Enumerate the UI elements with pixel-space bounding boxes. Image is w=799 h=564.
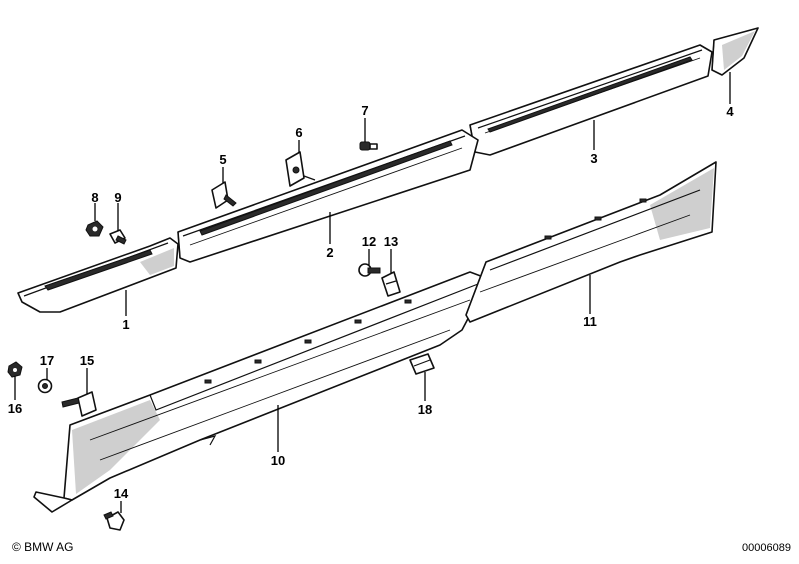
part-5-clip: [211, 181, 237, 209]
part-10-side-skirt: [33, 271, 487, 513]
copyright-notice: © BMW AG: [12, 540, 74, 554]
part-17-washer: [37, 378, 53, 394]
part-16-nut: [7, 361, 23, 378]
callout-7: 7: [361, 103, 368, 118]
part-18-clip: [409, 353, 435, 375]
callout-15: 15: [80, 353, 94, 368]
callout-17: 17: [40, 353, 54, 368]
callout-10: 10: [271, 453, 285, 468]
part-13-clip: [381, 271, 401, 297]
callout-18: 18: [418, 402, 432, 417]
part-4-end-cap: [711, 27, 759, 76]
callout-8: 8: [91, 190, 98, 205]
callout-12: 12: [362, 234, 376, 249]
drawing-number: 00006089: [742, 542, 791, 554]
callout-13: 13: [384, 234, 398, 249]
callout-1: 1: [122, 317, 129, 332]
part-11-rear-skirt: [465, 161, 717, 323]
callout-3: 3: [590, 151, 597, 166]
leader-lines: [14, 72, 731, 513]
part-12-screw: [358, 263, 381, 277]
callout-11: 11: [583, 314, 597, 329]
callout-4: 4: [726, 104, 734, 119]
part-8-nut: [85, 220, 104, 237]
callout-16: 16: [8, 401, 22, 416]
part-9-grommet: [109, 229, 127, 245]
callout-2: 2: [326, 245, 333, 260]
part-7-stud: [359, 141, 378, 151]
callout-14: 14: [114, 486, 129, 501]
part-14-screw: [103, 511, 125, 531]
callout-6: 6: [295, 125, 302, 140]
part-3-upper-trim: [469, 44, 713, 156]
callout-9: 9: [114, 190, 121, 205]
part-6-bracket: [285, 151, 316, 187]
part-15-clip: [61, 391, 97, 417]
part-1-end-trim: [17, 237, 179, 313]
callout-5: 5: [219, 152, 226, 167]
part-callouts: 1 2 3 4 5 6 7 8 9 10 11 12 13 14 15 16 1…: [8, 103, 735, 501]
part-2-middle-trim: [177, 129, 479, 263]
